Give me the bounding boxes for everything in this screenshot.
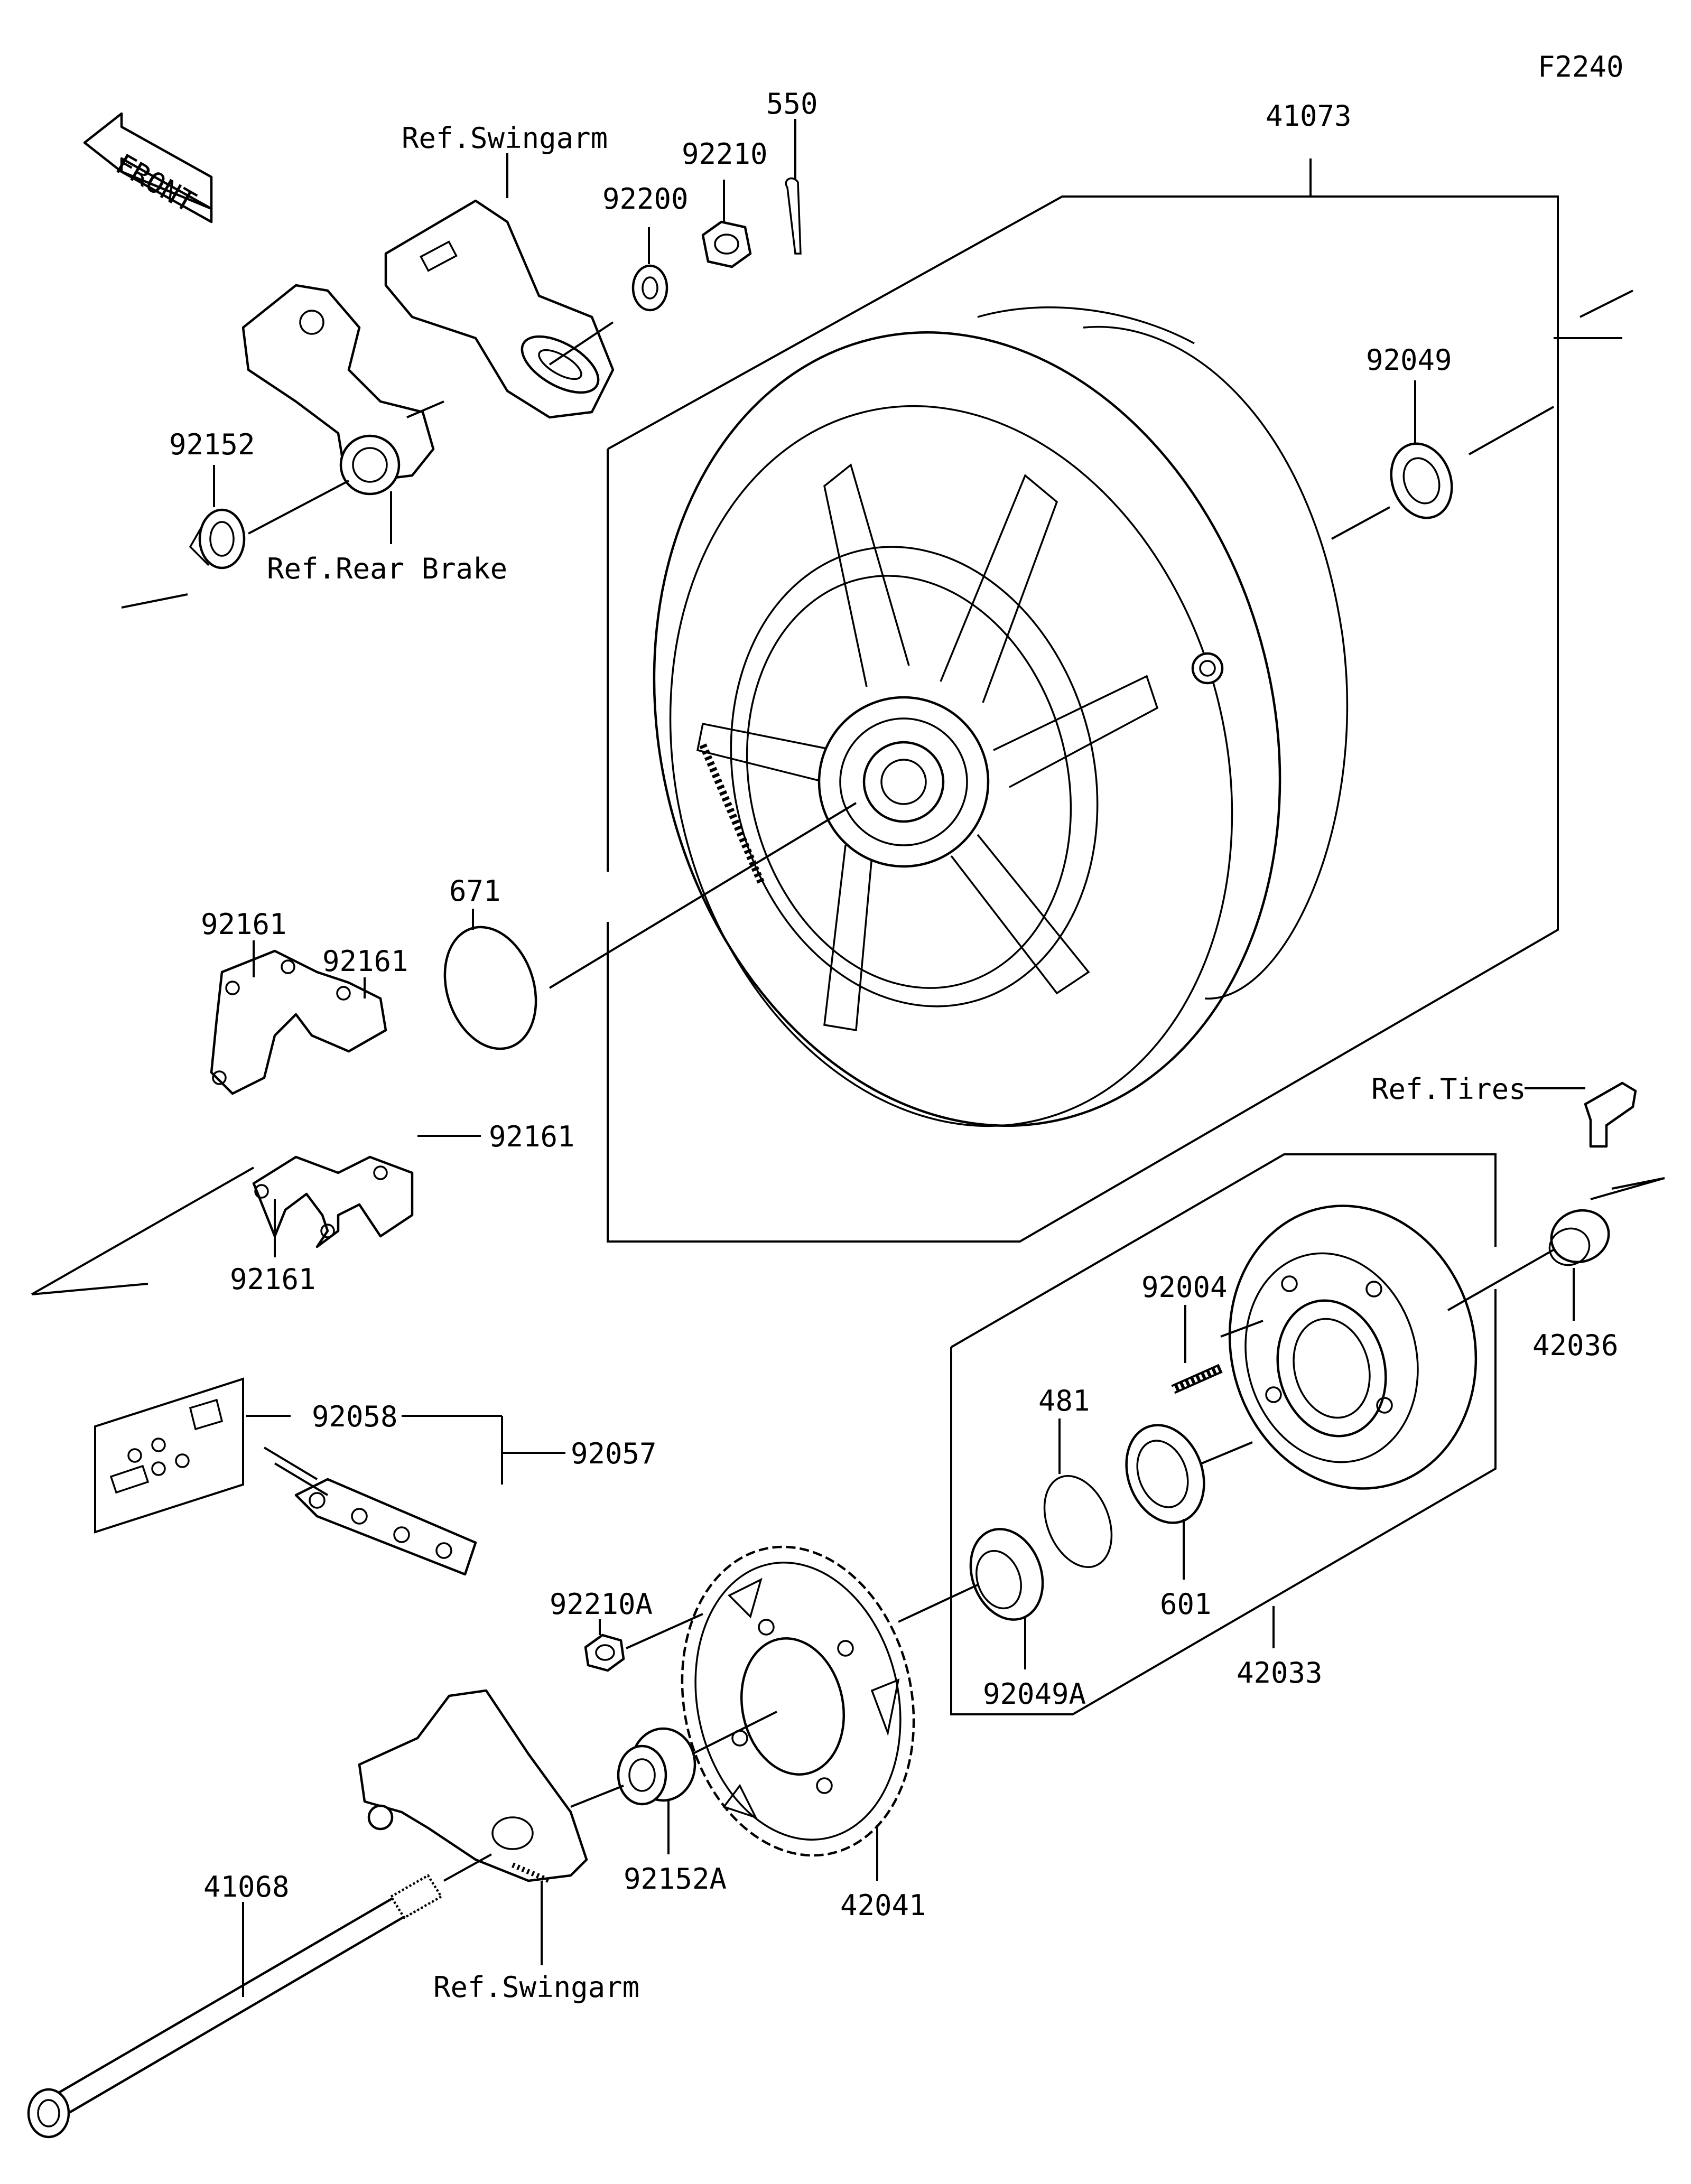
label-550: 550 bbox=[766, 87, 818, 120]
label-92161-c: 92161 bbox=[489, 1120, 575, 1153]
label-92161-d: 92161 bbox=[230, 1263, 316, 1296]
label-481: 481 bbox=[1038, 1384, 1090, 1417]
chain-master-link-box bbox=[94, 1377, 565, 1534]
label-42036: 42036 bbox=[1532, 1329, 1619, 1362]
nut-92210A bbox=[584, 1613, 703, 1672]
rear-wheel bbox=[549, 306, 1349, 1127]
tire-valve bbox=[1525, 1081, 1637, 1148]
damper-upper bbox=[210, 940, 387, 1095]
label-92152: 92152 bbox=[169, 428, 255, 461]
label-92161-a: 92161 bbox=[201, 908, 287, 941]
label-41073: 41073 bbox=[1266, 99, 1352, 133]
drive-chain-92057 bbox=[263, 1446, 477, 1576]
label-92161-b: 92161 bbox=[322, 945, 408, 978]
stud-92004 bbox=[1171, 1305, 1223, 1394]
damper-lower bbox=[31, 1135, 481, 1295]
caliper-bracket bbox=[241, 284, 444, 496]
nut-92210 bbox=[701, 180, 752, 268]
rear-sprocket-42041 bbox=[681, 1545, 915, 1881]
label-601: 601 bbox=[1160, 1588, 1212, 1621]
oil-seal-92049A bbox=[898, 1528, 1044, 1669]
label-671: 671 bbox=[449, 874, 501, 908]
part-labels: F2240 41073 550 92210 92200 Ref.Swingarm… bbox=[169, 50, 1624, 2004]
label-92200: 92200 bbox=[602, 182, 689, 216]
collar-92152A bbox=[570, 1727, 696, 1854]
label-ref-swingarm-top: Ref.Swingarm bbox=[402, 122, 608, 155]
label-41068: 41068 bbox=[203, 1870, 290, 1903]
label-92004: 92004 bbox=[1141, 1271, 1228, 1304]
washer-92200 bbox=[549, 227, 668, 366]
label-ref-tires: Ref.Tires bbox=[1371, 1072, 1526, 1106]
o-ring-671 bbox=[443, 909, 537, 1050]
label-92210A: 92210A bbox=[550, 1588, 653, 1621]
circlip-481 bbox=[1043, 1418, 1113, 1568]
sprocket-coupling-hub bbox=[1188, 1205, 1559, 1490]
wheel-assembly-frame bbox=[607, 158, 1559, 1243]
collar-42036 bbox=[1548, 1177, 1665, 1321]
label-ref-swingarm-bottom: Ref.Swingarm bbox=[433, 1971, 639, 2004]
label-92058: 92058 bbox=[312, 1400, 398, 1433]
label-ref-rear-brake: Ref.Rear Brake bbox=[267, 552, 507, 585]
label-92049A: 92049A bbox=[983, 1677, 1086, 1711]
swingarm-chain-adjuster-bottom bbox=[358, 1689, 588, 1965]
swingarm-chain-adjuster-top bbox=[384, 153, 615, 419]
label-92049: 92049 bbox=[1366, 343, 1452, 377]
front-direction-arrow: FRONT bbox=[83, 112, 213, 223]
collar-92152 bbox=[121, 465, 392, 609]
bearing-601 bbox=[1125, 1424, 1205, 1580]
cotter-pin-550 bbox=[785, 119, 802, 255]
label-92057: 92057 bbox=[571, 1437, 657, 1470]
label-92210: 92210 bbox=[682, 137, 768, 171]
diagram-code: F2240 bbox=[1538, 50, 1624, 83]
label-42041: 42041 bbox=[840, 1889, 926, 1922]
coupling-assembly-frame bbox=[950, 1153, 1497, 1715]
oil-seal-92049 bbox=[1331, 290, 1633, 540]
label-92152A: 92152A bbox=[624, 1862, 727, 1896]
label-42033: 42033 bbox=[1237, 1656, 1323, 1690]
axle-41068 bbox=[27, 1853, 492, 2139]
